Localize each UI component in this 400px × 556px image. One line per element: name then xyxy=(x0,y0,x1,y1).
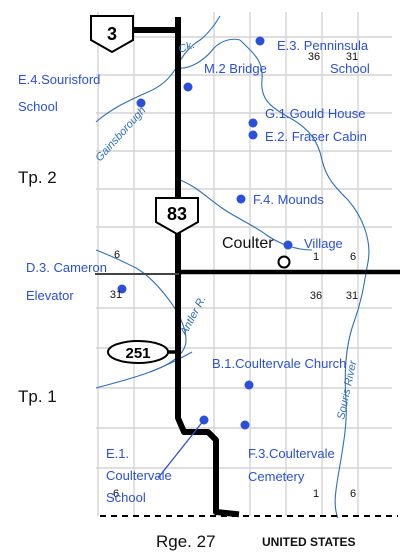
m2-label: M.2 Bridge xyxy=(204,61,267,76)
e3-label-line2: School xyxy=(330,61,370,76)
svg-text:31: 31 xyxy=(346,290,358,302)
d3-site-dot xyxy=(117,284,127,294)
rivers xyxy=(95,15,370,519)
e3-site-dot xyxy=(255,36,265,46)
section-numbers: 36 31 6 1 6 31 36 31 6 1 6 xyxy=(110,51,358,500)
e1-label-line3: School xyxy=(106,490,146,505)
svg-text:36: 36 xyxy=(308,51,320,63)
coulter-town-marker xyxy=(277,255,291,269)
svg-text:1: 1 xyxy=(313,251,319,263)
e4-site-dot xyxy=(136,98,146,108)
site-labels: E.3. Penninsula School M.2 Bridge E.4.So… xyxy=(18,38,370,505)
m2-site-dot xyxy=(183,82,193,92)
range-label: Rge. 27 xyxy=(156,532,216,551)
f3-site-dot xyxy=(240,420,250,430)
svg-text:6: 6 xyxy=(114,249,120,261)
svg-text:6: 6 xyxy=(350,488,356,500)
f3-label-line2: Cemetery xyxy=(248,469,305,484)
f3-label-line1: F.3.Coultervale xyxy=(248,446,335,461)
svg-text:31: 31 xyxy=(110,289,122,301)
g1-site-dot xyxy=(248,118,258,128)
e4-label-line2: School xyxy=(18,99,58,114)
antler-river-label: Antler R. xyxy=(178,294,209,338)
f4-label: F.4. Mounds xyxy=(253,192,324,207)
township-1-label: Tp. 1 xyxy=(18,387,57,406)
e1-label-line1: E.1. xyxy=(106,446,129,461)
d3-label-line1: D.3. Cameron xyxy=(26,260,107,275)
e2-label: E.2. Fraser Cabin xyxy=(265,129,367,144)
border-label: UNITED STATES xyxy=(262,535,356,549)
souris-river xyxy=(239,39,370,519)
d3-label-line2: Elevator xyxy=(26,288,74,303)
f4-site-dot xyxy=(236,194,246,204)
e1-label-line2: Coultervale xyxy=(106,468,172,483)
svg-text:6: 6 xyxy=(113,488,119,500)
highway-3-shield: 3 xyxy=(90,15,134,54)
b1-label: B.1.Coultervale Church xyxy=(212,356,346,371)
survey-grid xyxy=(96,12,392,516)
g1-label: G.1.Gould House xyxy=(265,106,365,121)
village-site-dot xyxy=(283,240,293,250)
creek-branch-north xyxy=(175,38,241,69)
svg-text:36: 36 xyxy=(310,290,322,302)
svg-text:83: 83 xyxy=(167,204,187,224)
highway-83-shield: 83 xyxy=(155,197,199,236)
e1-leader-line xyxy=(157,419,205,479)
antler-river xyxy=(95,249,187,389)
b1-site-dot xyxy=(244,380,254,390)
creek-label: Ck. xyxy=(177,39,197,56)
svg-text:251: 251 xyxy=(125,345,150,362)
svg-text:3: 3 xyxy=(107,24,117,44)
roads xyxy=(95,17,400,518)
svg-text:6: 6 xyxy=(350,251,356,263)
coulter-town-label: Coulter xyxy=(222,235,274,252)
highway-83-road xyxy=(175,17,240,518)
village-label: Village xyxy=(304,236,343,251)
township-2-label: Tp. 2 xyxy=(18,168,57,187)
site-markers xyxy=(117,36,293,430)
e4-label-line1: E.4.Sourisford xyxy=(18,72,100,87)
highway-251-shield: 251 xyxy=(107,340,169,364)
creek-branch-south xyxy=(149,351,193,373)
e2-site-dot xyxy=(248,130,258,140)
svg-text:31: 31 xyxy=(346,51,358,63)
e3-label-line1: E.3. Penninsula xyxy=(277,38,369,53)
svg-text:1: 1 xyxy=(313,488,319,500)
